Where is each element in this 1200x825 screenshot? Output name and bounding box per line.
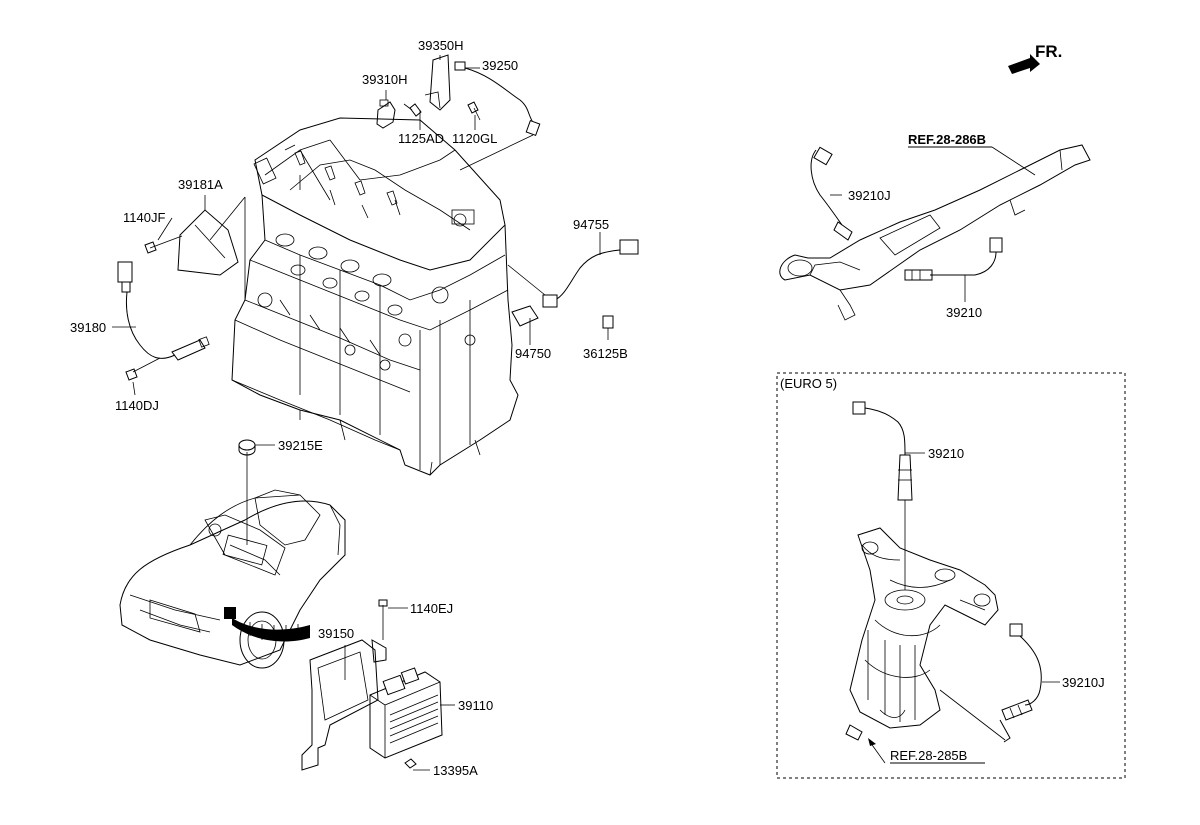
- callout-39210J-top: 39210J: [848, 188, 891, 203]
- vehicle-illustration: [119, 489, 346, 669]
- callout-39210J-euro: 39210J: [1062, 675, 1105, 690]
- callout-labels: 39350H 39250 39310H 1125AD 1120GL 39181A…: [70, 38, 1105, 778]
- callout-39110: 39110: [458, 698, 493, 713]
- grommet-39215E: [238, 439, 275, 545]
- callout-39215E: 39215E: [278, 438, 323, 453]
- callout-39310H: 39310H: [362, 72, 408, 87]
- callout-36125B: 36125B: [583, 346, 628, 361]
- euro5-inset: [776, 372, 1126, 779]
- callout-39250: 39250: [482, 58, 518, 73]
- callout-39181A: 39181A: [178, 177, 223, 192]
- callout-94750: 94750: [515, 346, 551, 361]
- ref-28-286B: REF.28-286B: [908, 132, 986, 147]
- front-direction-indicator: [1008, 54, 1040, 74]
- euro5-label: (EURO 5): [780, 376, 837, 391]
- callout-1120GL: 1120GL: [452, 131, 497, 146]
- callout-39350H: 39350H: [418, 38, 464, 53]
- callout-1140EJ: 1140EJ: [410, 601, 453, 616]
- front-direction-arrow-icon: [1008, 54, 1040, 74]
- oxygen-sensor-front-group: [112, 195, 239, 396]
- exhaust-pipe-group: [779, 144, 1091, 321]
- knock-sensor-group: [507, 232, 639, 345]
- front-direction-label: FR.: [1035, 42, 1062, 61]
- callout-1140DJ: 1140DJ: [115, 398, 159, 413]
- callout-13395A: 13395A: [433, 763, 478, 778]
- callout-1125AD: 1125AD: [398, 131, 444, 146]
- ref-28-285B: REF.28-285B: [890, 748, 967, 763]
- callout-94755: 94755: [573, 217, 609, 232]
- engine-assembly: [209, 117, 519, 476]
- callout-39210-top: 39210: [946, 305, 982, 320]
- cam-sensor-group: [376, 54, 541, 171]
- callout-39150: 39150: [318, 626, 354, 641]
- ecu-group: [301, 599, 455, 771]
- callout-1140JF: 1140JF: [123, 210, 165, 225]
- callout-39180: 39180: [70, 320, 106, 335]
- callout-39210-euro: 39210: [928, 446, 964, 461]
